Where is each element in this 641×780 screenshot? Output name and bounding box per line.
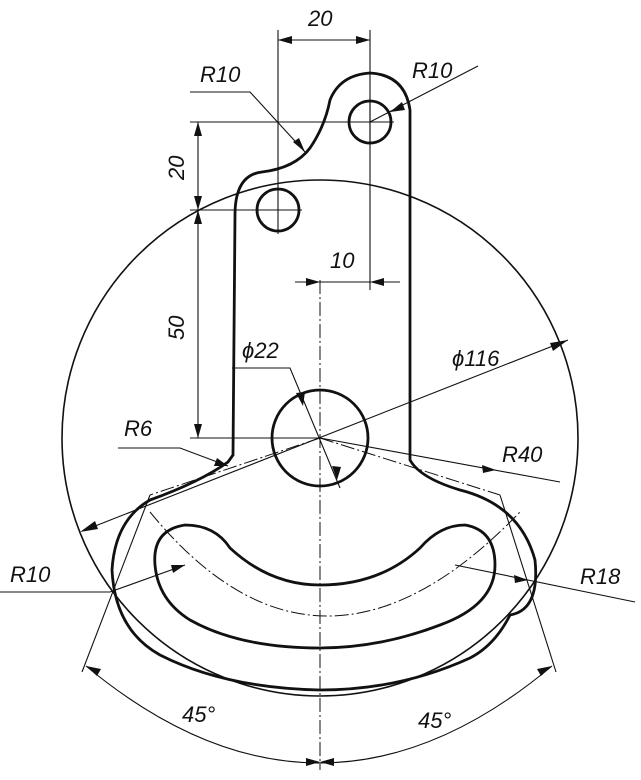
part-outline <box>110 71 538 692</box>
angle-arc <box>85 665 553 764</box>
dim-r10-top-right: R10 <box>412 58 453 83</box>
dim-offset: 10 <box>330 248 355 273</box>
dim-r10-left: R10 <box>10 562 51 587</box>
arc-centerline <box>149 511 521 617</box>
dim-outer-dia: ϕ116 <box>452 346 500 371</box>
dim-center-hole: ϕ22 <box>242 338 279 363</box>
dim-top-width: 20 <box>307 6 333 31</box>
dim-r40: R40 <box>502 442 543 467</box>
dim-lower-height: 50 <box>164 315 189 340</box>
curved-slot <box>153 523 497 650</box>
dim-r6: R6 <box>124 416 153 441</box>
dim-r10-top-left: R10 <box>200 62 241 87</box>
dim-upper-height: 20 <box>164 155 189 181</box>
dim-r18: R18 <box>580 564 621 589</box>
outer-circle <box>61 179 579 697</box>
dim-angle-left: 45° <box>182 702 215 727</box>
dim-angle-right: 45° <box>418 708 451 733</box>
